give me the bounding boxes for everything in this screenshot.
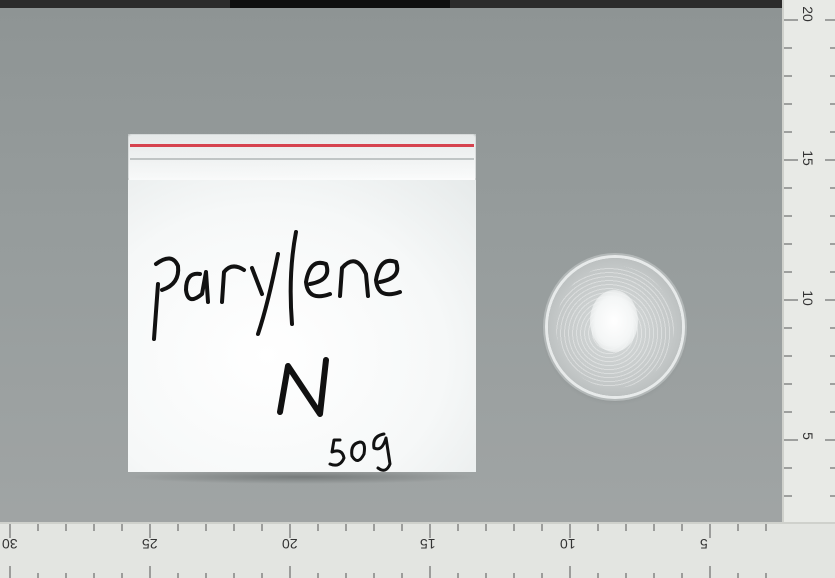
ruler-v-number: 20 [799,6,816,22]
top-dark-strip [0,0,835,8]
plastic-bag [128,134,476,472]
ruler-h-number: 15 [420,536,436,552]
ruler-v-number: 5 [799,432,816,440]
petri-dish [548,258,682,396]
ruler-horizontal-ticks [9,524,767,578]
ruler-h-number: 5 [700,536,708,552]
ruler-h-number: 30 [2,536,18,552]
bag-zip-area [128,134,476,178]
ruler-h-number: 25 [142,536,158,552]
bag-red-seal-line [130,144,474,147]
ruler-v-number: 15 [799,150,816,166]
top-dark-strip-center [230,0,450,8]
ruler-h-number: 10 [560,536,576,552]
ruler-horizontal: 30 25 20 15 10 5 [0,522,835,578]
ruler-vertical: 20 15 10 5 [782,0,835,556]
dish-powder-pile [590,290,638,352]
ruler-vertical-ticks [784,19,835,525]
bag-zip-line [130,158,474,160]
ruler-v-number: 10 [799,290,816,306]
bag-shadow [126,470,478,484]
white-powder [128,180,476,472]
handwritten-label [152,230,402,472]
ruler-h-number: 20 [282,536,298,552]
